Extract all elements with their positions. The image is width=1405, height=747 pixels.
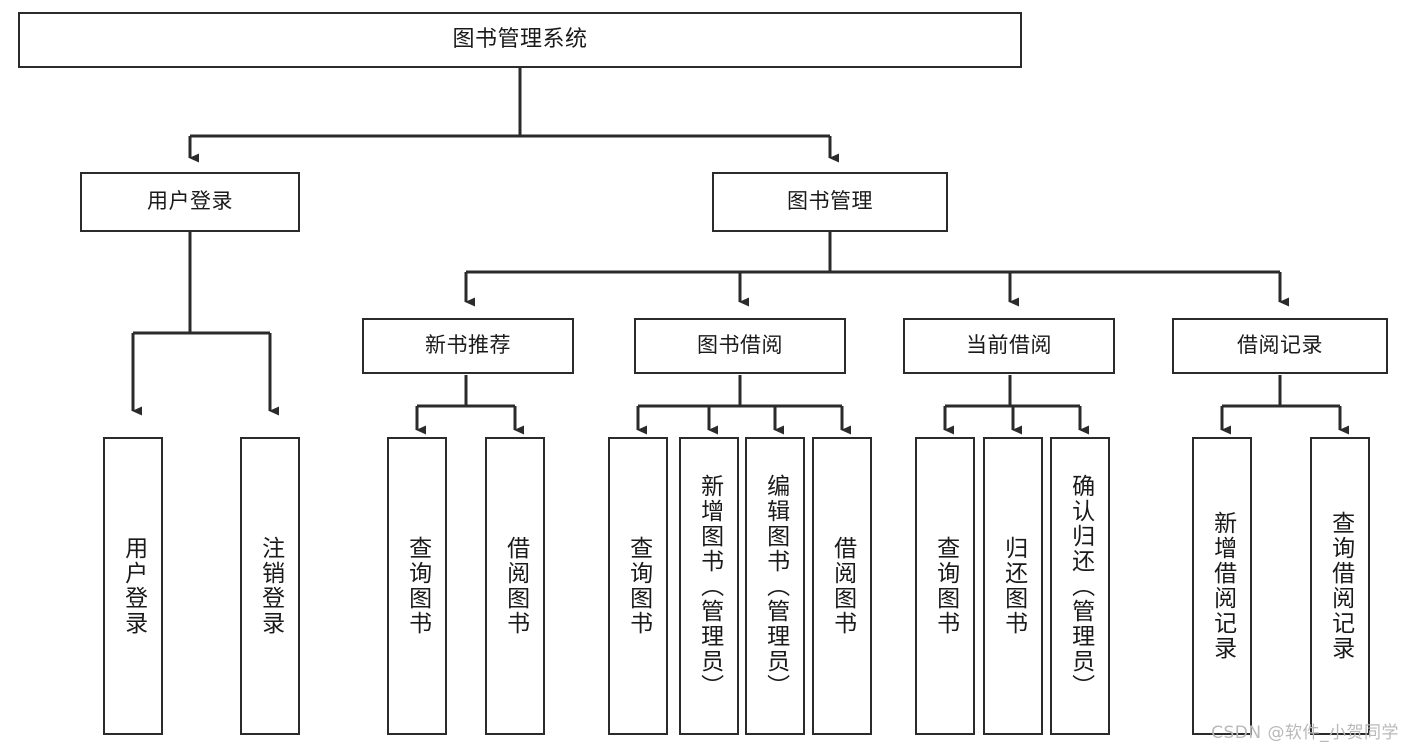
node-label: 归还图书: [1000, 536, 1027, 636]
node-label: 查询图书: [404, 536, 431, 636]
leaf-current-return-book[interactable]: 归还图书: [983, 437, 1043, 735]
node-label: 用户登录: [147, 189, 233, 214]
leaf-newbook-query-book[interactable]: 查询图书: [387, 437, 447, 735]
node-label: 当前借阅: [966, 333, 1052, 358]
node-label: 查询借阅记录: [1327, 511, 1354, 661]
node-label: 用户登录: [120, 536, 147, 636]
leaf-user-login[interactable]: 用户登录: [103, 437, 163, 735]
leaf-logout[interactable]: 注销登录: [240, 437, 300, 735]
leaf-current-query-book[interactable]: 查询图书: [915, 437, 975, 735]
leaf-borrow-query-book[interactable]: 查询图书: [608, 437, 668, 735]
node-label: 借阅图书: [502, 536, 529, 636]
node-user-login[interactable]: 用户登录: [80, 172, 300, 232]
leaf-newbook-borrow-book[interactable]: 借阅图书: [485, 437, 545, 735]
leaf-current-confirm-return[interactable]: 确认归还（管理员）: [1050, 437, 1110, 735]
node-label: 图书管理: [787, 189, 873, 214]
node-label: 注销登录: [257, 536, 284, 636]
node-label: 新增图书（管理员）: [696, 473, 723, 699]
node-label: 借阅图书: [829, 536, 856, 636]
node-root-system[interactable]: 图书管理系统: [18, 12, 1022, 68]
leaf-record-add[interactable]: 新增借阅记录: [1192, 437, 1252, 735]
leaf-borrow-edit-book[interactable]: 编辑图书（管理员）: [745, 437, 805, 735]
leaf-borrow-add-book[interactable]: 新增图书（管理员）: [679, 437, 739, 735]
node-label: 查询图书: [932, 536, 959, 636]
leaf-record-query[interactable]: 查询借阅记录: [1310, 437, 1370, 735]
csdn-watermark: CSDN @软件_小贺同学: [1211, 723, 1399, 743]
node-label: 确认归还（管理员）: [1067, 473, 1094, 699]
node-new-book-recommend[interactable]: 新书推荐: [362, 318, 574, 374]
node-label: 借阅记录: [1237, 333, 1323, 358]
node-label: 新增借阅记录: [1209, 511, 1236, 661]
node-borrow-record[interactable]: 借阅记录: [1172, 318, 1388, 374]
node-current-borrow[interactable]: 当前借阅: [903, 318, 1115, 374]
node-label: 图书借阅: [697, 333, 783, 358]
node-label: 图书管理系统: [452, 26, 588, 52]
leaf-borrow-borrow-book[interactable]: 借阅图书: [812, 437, 872, 735]
node-label: 编辑图书（管理员）: [762, 473, 789, 699]
node-label: 新书推荐: [425, 333, 511, 358]
node-book-borrow[interactable]: 图书借阅: [634, 318, 846, 374]
node-label: 查询图书: [625, 536, 652, 636]
node-book-management[interactable]: 图书管理: [712, 172, 948, 232]
